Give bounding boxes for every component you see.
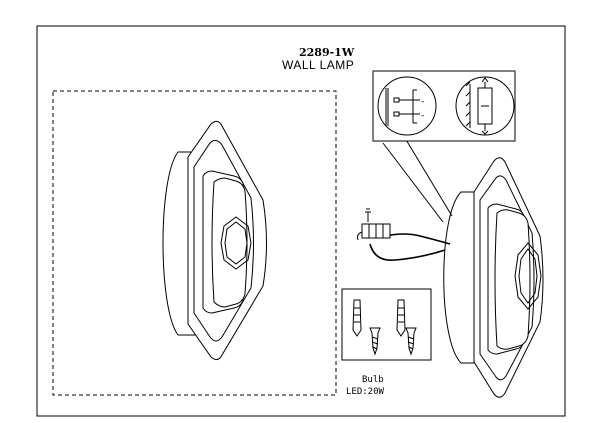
bracket-detail-left xyxy=(377,76,437,136)
sheet-frame xyxy=(36,25,566,417)
lamp-base-plate xyxy=(162,151,201,336)
side-lamp-base xyxy=(443,191,484,364)
power-cable xyxy=(384,233,451,245)
bulb-spec: LED:20W xyxy=(346,387,384,397)
power-cable-lower xyxy=(369,243,446,261)
product-title: WALL LAMP xyxy=(282,58,355,72)
bracket-detail-box: ↔ ↔ xyxy=(372,70,516,142)
wiring-terminal xyxy=(357,208,451,261)
dashed-mounting-area xyxy=(52,90,337,396)
detail-leader-left xyxy=(382,142,444,223)
side-lamp-hexagon-inner xyxy=(518,248,538,304)
detail-leader-right xyxy=(404,137,453,217)
svg-text:↔: ↔ xyxy=(421,99,424,105)
wall-anchor-right xyxy=(396,299,406,337)
screw-left xyxy=(369,327,381,356)
svg-text:↔: ↔ xyxy=(421,113,424,119)
screw-right xyxy=(405,327,417,356)
lamp-main-view xyxy=(162,120,267,361)
bracket-detail-right xyxy=(455,76,515,136)
side-lamp-hexagon xyxy=(514,242,542,310)
ground-screw xyxy=(365,208,371,222)
lamp-front-shade xyxy=(211,177,248,308)
side-lamp-front-shade xyxy=(494,209,531,350)
lamp-side-view xyxy=(443,157,544,398)
wall-anchor-left xyxy=(352,299,362,337)
lamp-hexagon-light xyxy=(220,216,252,270)
lamp-hexagon-inner xyxy=(224,221,248,265)
model-number: 2289-1W xyxy=(299,46,355,59)
hardware-box xyxy=(341,288,432,361)
bulb-label: Bulb xyxy=(362,375,384,385)
